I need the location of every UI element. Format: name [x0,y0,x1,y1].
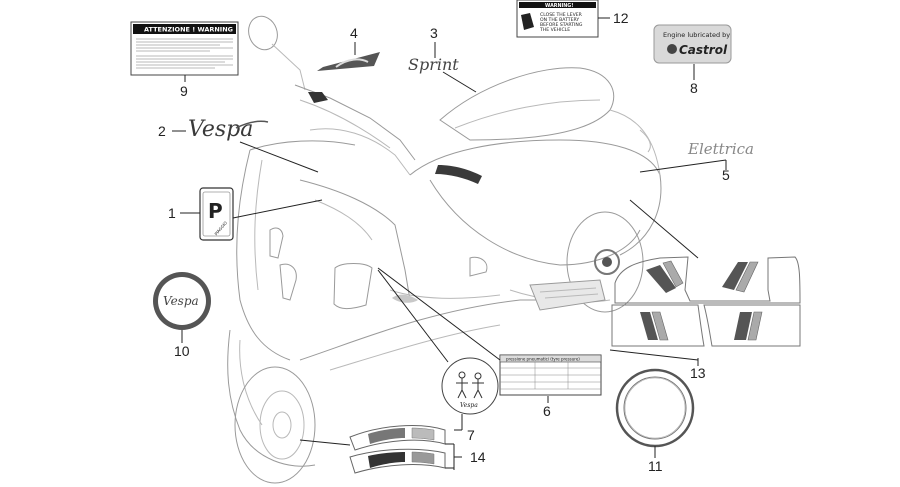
elettrica-text: Elettrica [687,140,754,158]
s-badge-decal [317,52,380,71]
scooter-outline [227,15,662,484]
tyre-label-title: pressione pneumatici (tyre pressure) [506,357,580,362]
callout-12: 12 [613,10,629,26]
castrol-brand-text: Castrol [679,43,728,57]
callout-6: 6 [543,403,551,419]
callout-3: 3 [430,25,438,41]
tyre-pressure-label: pressione pneumatici (tyre pressure) [499,354,602,396]
warning-label: ATTENZIONE ! WARNING ! [130,21,239,76]
castrol-top-text: Engine lubricated by [663,31,730,39]
children-sticker: Vespa [441,357,499,415]
callout-14: 14 [470,449,486,465]
battery-line-2: ON THE BATTERY [540,17,579,23]
warning-label-header: ATTENZIONE ! WARNING ! [144,26,238,34]
callout-1: 1 [168,205,176,221]
vespa-script-decal: Vespa [188,117,269,142]
leader-lines [172,17,727,470]
sprint-text: Sprint [408,55,459,74]
vespa-round-text: Vespa [163,294,199,308]
castrol-label: Engine lubricated by Castrol [653,24,732,64]
wheel-ring-decal [615,368,695,448]
battery-warning-label: WARNING! CLOSE THE LEVER ON THE BATTERY … [516,0,599,38]
callout-5: 5 [722,167,730,183]
callout-13: 13 [690,365,706,381]
stripe-decal-kit [611,256,801,347]
battery-lever-icon [521,13,534,30]
callout-11: 11 [648,458,663,474]
callout-numbers: 1 2 3 4 5 6 7 8 9 10 11 12 13 14 [158,10,730,474]
battery-line-3: BEFORE STARTING [540,22,583,28]
castrol-logo-icon [667,44,677,54]
vespa-script-text: Vespa [188,117,253,142]
callout-2: 2 [158,123,166,139]
callout-8: 8 [690,80,698,96]
children-sticker-caption: Vespa [460,402,478,409]
p-badge-decal: P PIAGGIO [199,187,234,241]
callout-4: 4 [350,25,358,41]
p-badge-letter: P [208,199,223,223]
battery-line-1: CLOSE THE LEVER [540,12,583,18]
battery-label-header: WARNING! [545,3,573,9]
vespa-round-badge: Vespa [153,272,211,330]
arc-stripe-decals [349,425,446,474]
elettrica-decal: Elettrica [687,140,754,158]
battery-line-4: THE VEHICLE [539,27,570,33]
callout-10: 10 [174,343,190,359]
callout-9: 9 [180,83,188,99]
callout-7: 7 [467,427,475,443]
sprint-decal: Sprint [408,55,459,74]
